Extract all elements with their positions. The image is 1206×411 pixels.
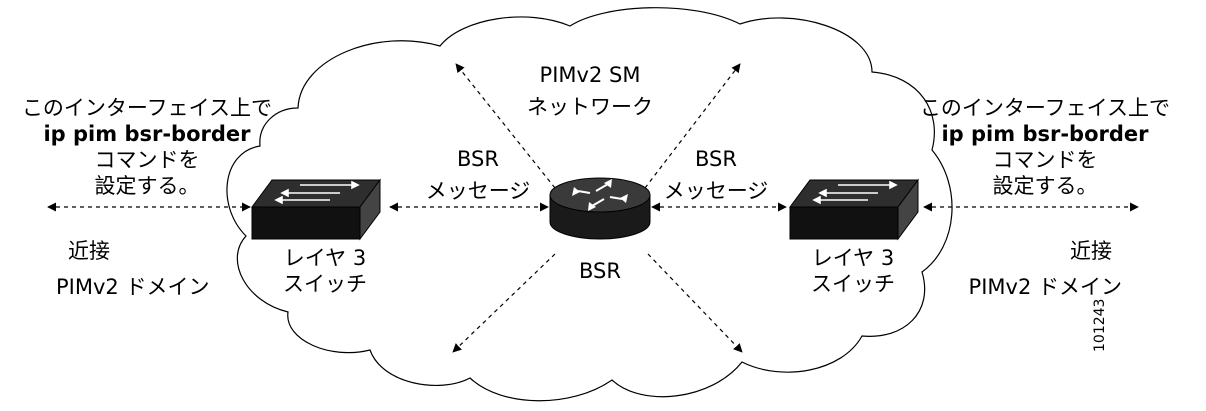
left-switch-line2: スイッチ xyxy=(283,272,367,296)
left-switch-line1: レイヤ 3 xyxy=(283,246,367,270)
left-message-line2: メッセージ xyxy=(425,179,531,203)
right-note-line3: コマンドを xyxy=(992,148,1098,172)
left-note-line3: コマンドを xyxy=(94,148,200,172)
network-cloud xyxy=(226,7,953,402)
right-bsr-message: BSR メッセージ xyxy=(654,146,778,204)
left-domain-line1: 近接 xyxy=(68,239,110,263)
bsr-router-icon xyxy=(549,177,651,240)
left-adjacent-domain: 近接 PIMv2 ドメイン xyxy=(56,238,209,300)
right-message-line1: BSR xyxy=(695,147,737,171)
cloud-title-line2: ネットワーク xyxy=(527,95,653,119)
cloud-title: PIMv2 SM ネットワーク xyxy=(520,62,660,120)
left-border-note: このインターフェイス上で ip pim bsr-border コマンドを 設定す… xyxy=(2,95,292,199)
left-message-line1: BSR xyxy=(457,147,499,171)
left-note-command: ip pim bsr-border xyxy=(43,122,251,146)
router-label: BSR xyxy=(579,259,621,283)
right-adjacent-domain: 近接 PIMv2 ドメイン xyxy=(950,238,1122,300)
right-note-command: ip pim bsr-border xyxy=(941,122,1149,146)
right-note-line1: このインターフェイス上で xyxy=(919,96,1171,120)
right-switch-label: レイヤ 3 スイッチ xyxy=(798,245,908,297)
right-note-line4: 設定する。 xyxy=(992,174,1098,198)
right-border-note: このインターフェイス上で ip pim bsr-border コマンドを 設定す… xyxy=(900,95,1190,199)
left-note-line4: 設定する。 xyxy=(94,174,200,198)
figure-id: 101243 xyxy=(1092,298,1108,352)
arrow-upper-left xyxy=(455,63,556,189)
left-bsr-message: BSR メッセージ xyxy=(418,146,538,204)
right-domain-line2: PIMv2 ドメイン xyxy=(968,275,1122,299)
right-message-line2: メッセージ xyxy=(663,179,769,203)
right-switch-icon xyxy=(789,178,919,241)
cloud-title-line1: PIMv2 SM xyxy=(539,63,641,87)
right-domain-line1: 近接 xyxy=(1070,239,1112,263)
left-note-line1: このインターフェイス上で xyxy=(21,96,273,120)
right-switch-line1: レイヤ 3 xyxy=(811,246,895,270)
arrow-upper-right xyxy=(644,63,741,189)
arrow-lower-left xyxy=(452,253,556,353)
left-switch-icon xyxy=(251,178,381,241)
arrow-lower-right xyxy=(647,253,743,353)
left-switch-label: レイヤ 3 スイッチ xyxy=(270,245,380,297)
right-switch-line2: スイッチ xyxy=(811,272,895,296)
left-domain-line2: PIMv2 ドメイン xyxy=(56,275,210,299)
